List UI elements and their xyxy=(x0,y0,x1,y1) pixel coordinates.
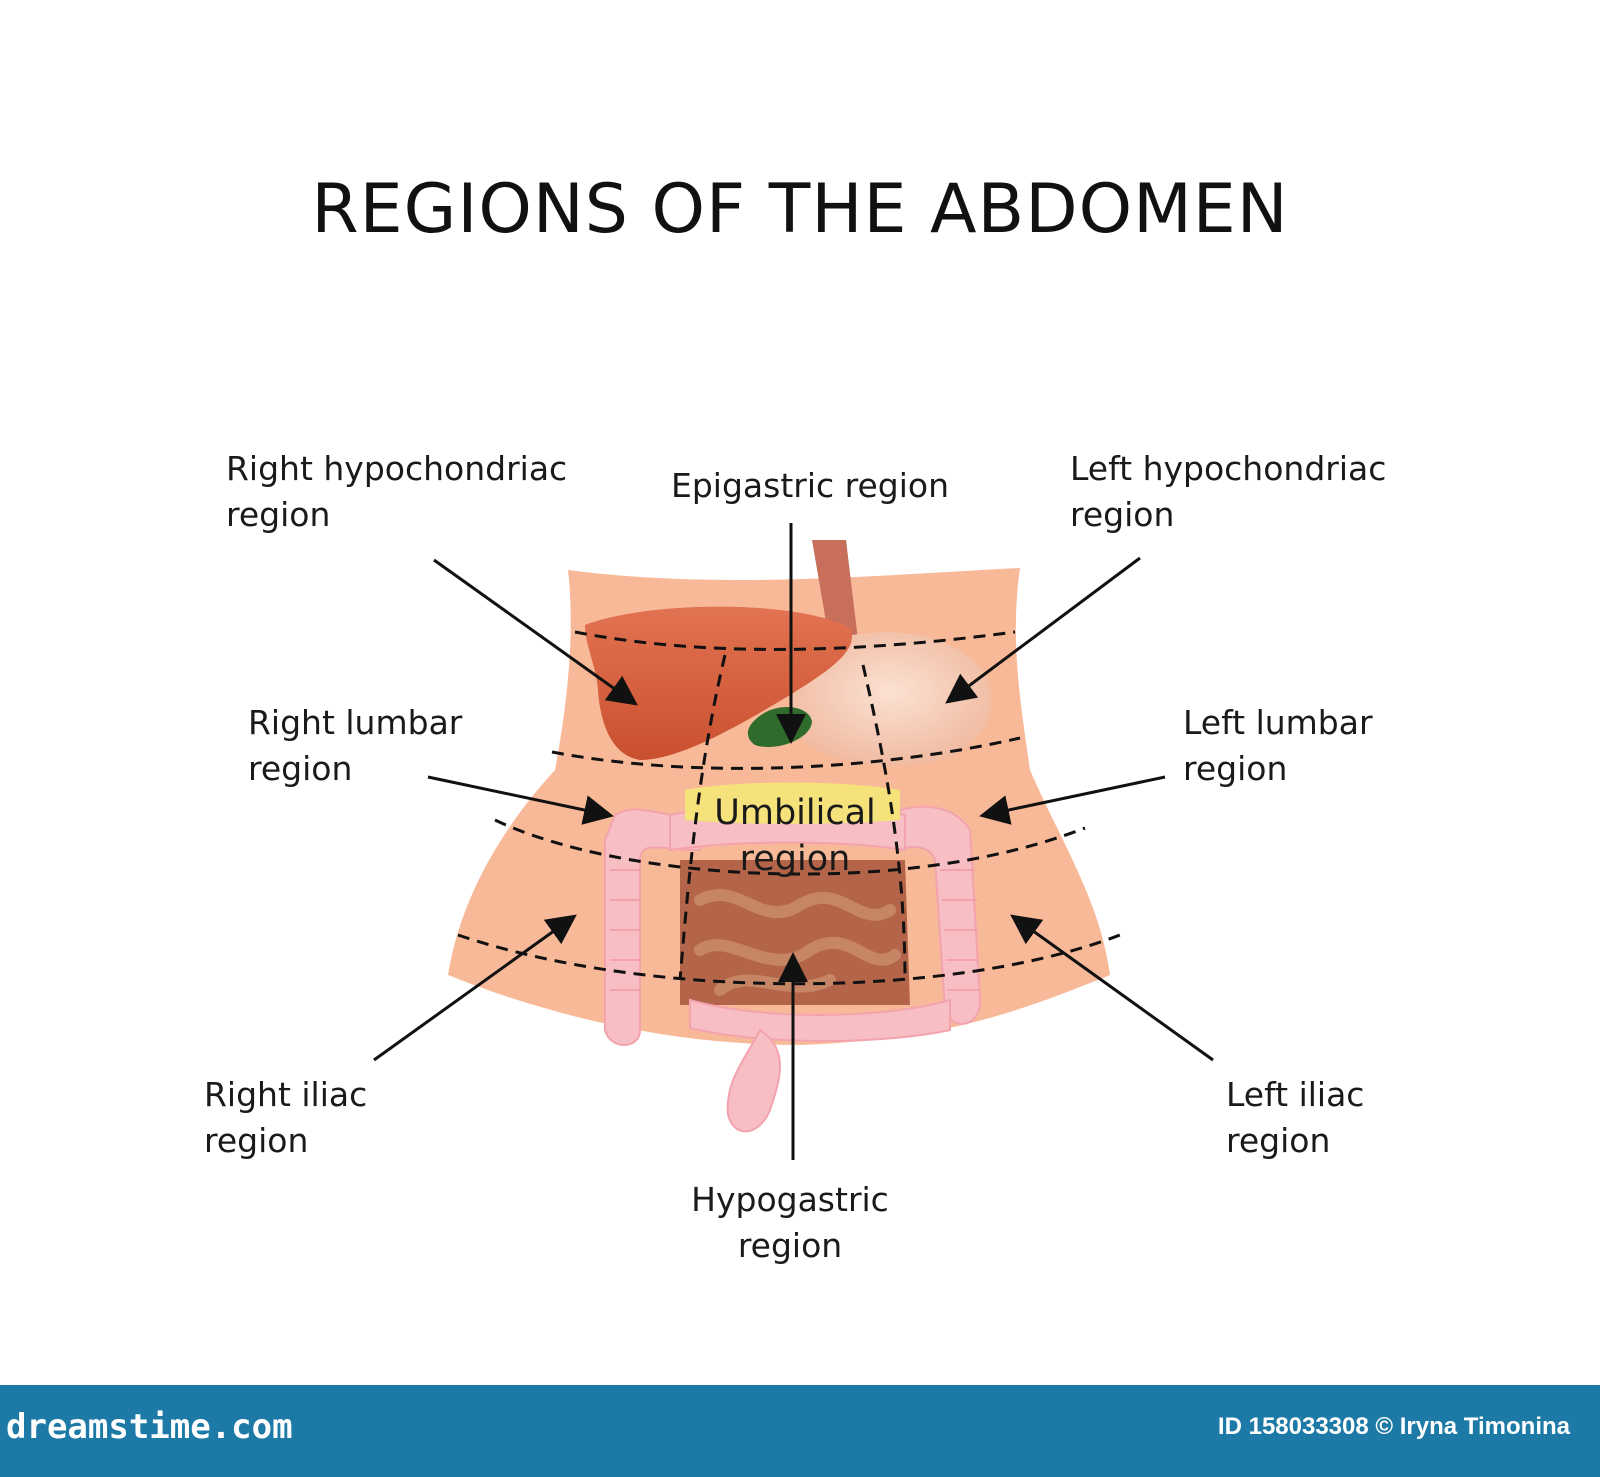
label-epigastric: Epigastric region xyxy=(660,463,960,509)
stomach xyxy=(789,632,992,766)
region-lines xyxy=(457,630,1121,986)
label-line: Left hypochondriac xyxy=(1070,449,1387,488)
image-credit: ID 158033308 © Iryna Timonina xyxy=(1217,1413,1570,1440)
label-line: Right hypochondriac xyxy=(226,449,568,488)
label-line: region xyxy=(737,1226,843,1265)
label-left-lumbar: Left lumbar region xyxy=(1183,700,1373,792)
abdomen-diagram xyxy=(373,523,1214,1160)
diagram-stage: REGIONS OF THE ABDOMEN Right hypochondri… xyxy=(204,170,1386,1269)
omentum-fat xyxy=(685,782,900,824)
label-line: Left iliac xyxy=(1226,1075,1365,1114)
label-line: region xyxy=(1183,749,1288,788)
label-line: region xyxy=(1070,495,1175,534)
label-line: Left lumbar xyxy=(1183,703,1373,742)
esophagus xyxy=(812,540,858,645)
label-right-iliac: Right iliac region xyxy=(204,1072,367,1164)
label-line: Epigastric region xyxy=(670,466,949,505)
label-line: region xyxy=(248,749,353,788)
watermark-footer: dreamstime.com ID 158033308 © Iryna Timo… xyxy=(0,1385,1600,1477)
label-right-hypochondriac: Right hypochondriac region xyxy=(226,446,567,538)
label-line: region xyxy=(739,839,851,879)
label-umbilical: Umbilical region xyxy=(690,790,900,882)
label-line: region xyxy=(226,495,331,534)
label-line: Right iliac xyxy=(204,1075,368,1114)
sigmoid-rectum xyxy=(726,1028,781,1133)
label-left-hypochondriac: Left hypochondriac region xyxy=(1070,446,1386,538)
label-line: Right lumbar xyxy=(248,703,463,742)
label-line: region xyxy=(204,1121,309,1160)
label-line: region xyxy=(1226,1121,1331,1160)
label-right-lumbar: Right lumbar region xyxy=(248,700,462,792)
pointer-arrows xyxy=(373,523,1214,1160)
label-line: Umbilical xyxy=(714,793,876,833)
label-line: Hypogastric xyxy=(691,1180,889,1219)
page-title: REGIONS OF THE ABDOMEN xyxy=(311,170,1289,249)
label-hypogastric: Hypogastric region xyxy=(660,1177,920,1269)
label-left-iliac: Left iliac region xyxy=(1226,1072,1364,1164)
colon-haustra xyxy=(610,869,980,991)
brand-watermark[interactable]: dreamstime.com xyxy=(6,1407,293,1447)
